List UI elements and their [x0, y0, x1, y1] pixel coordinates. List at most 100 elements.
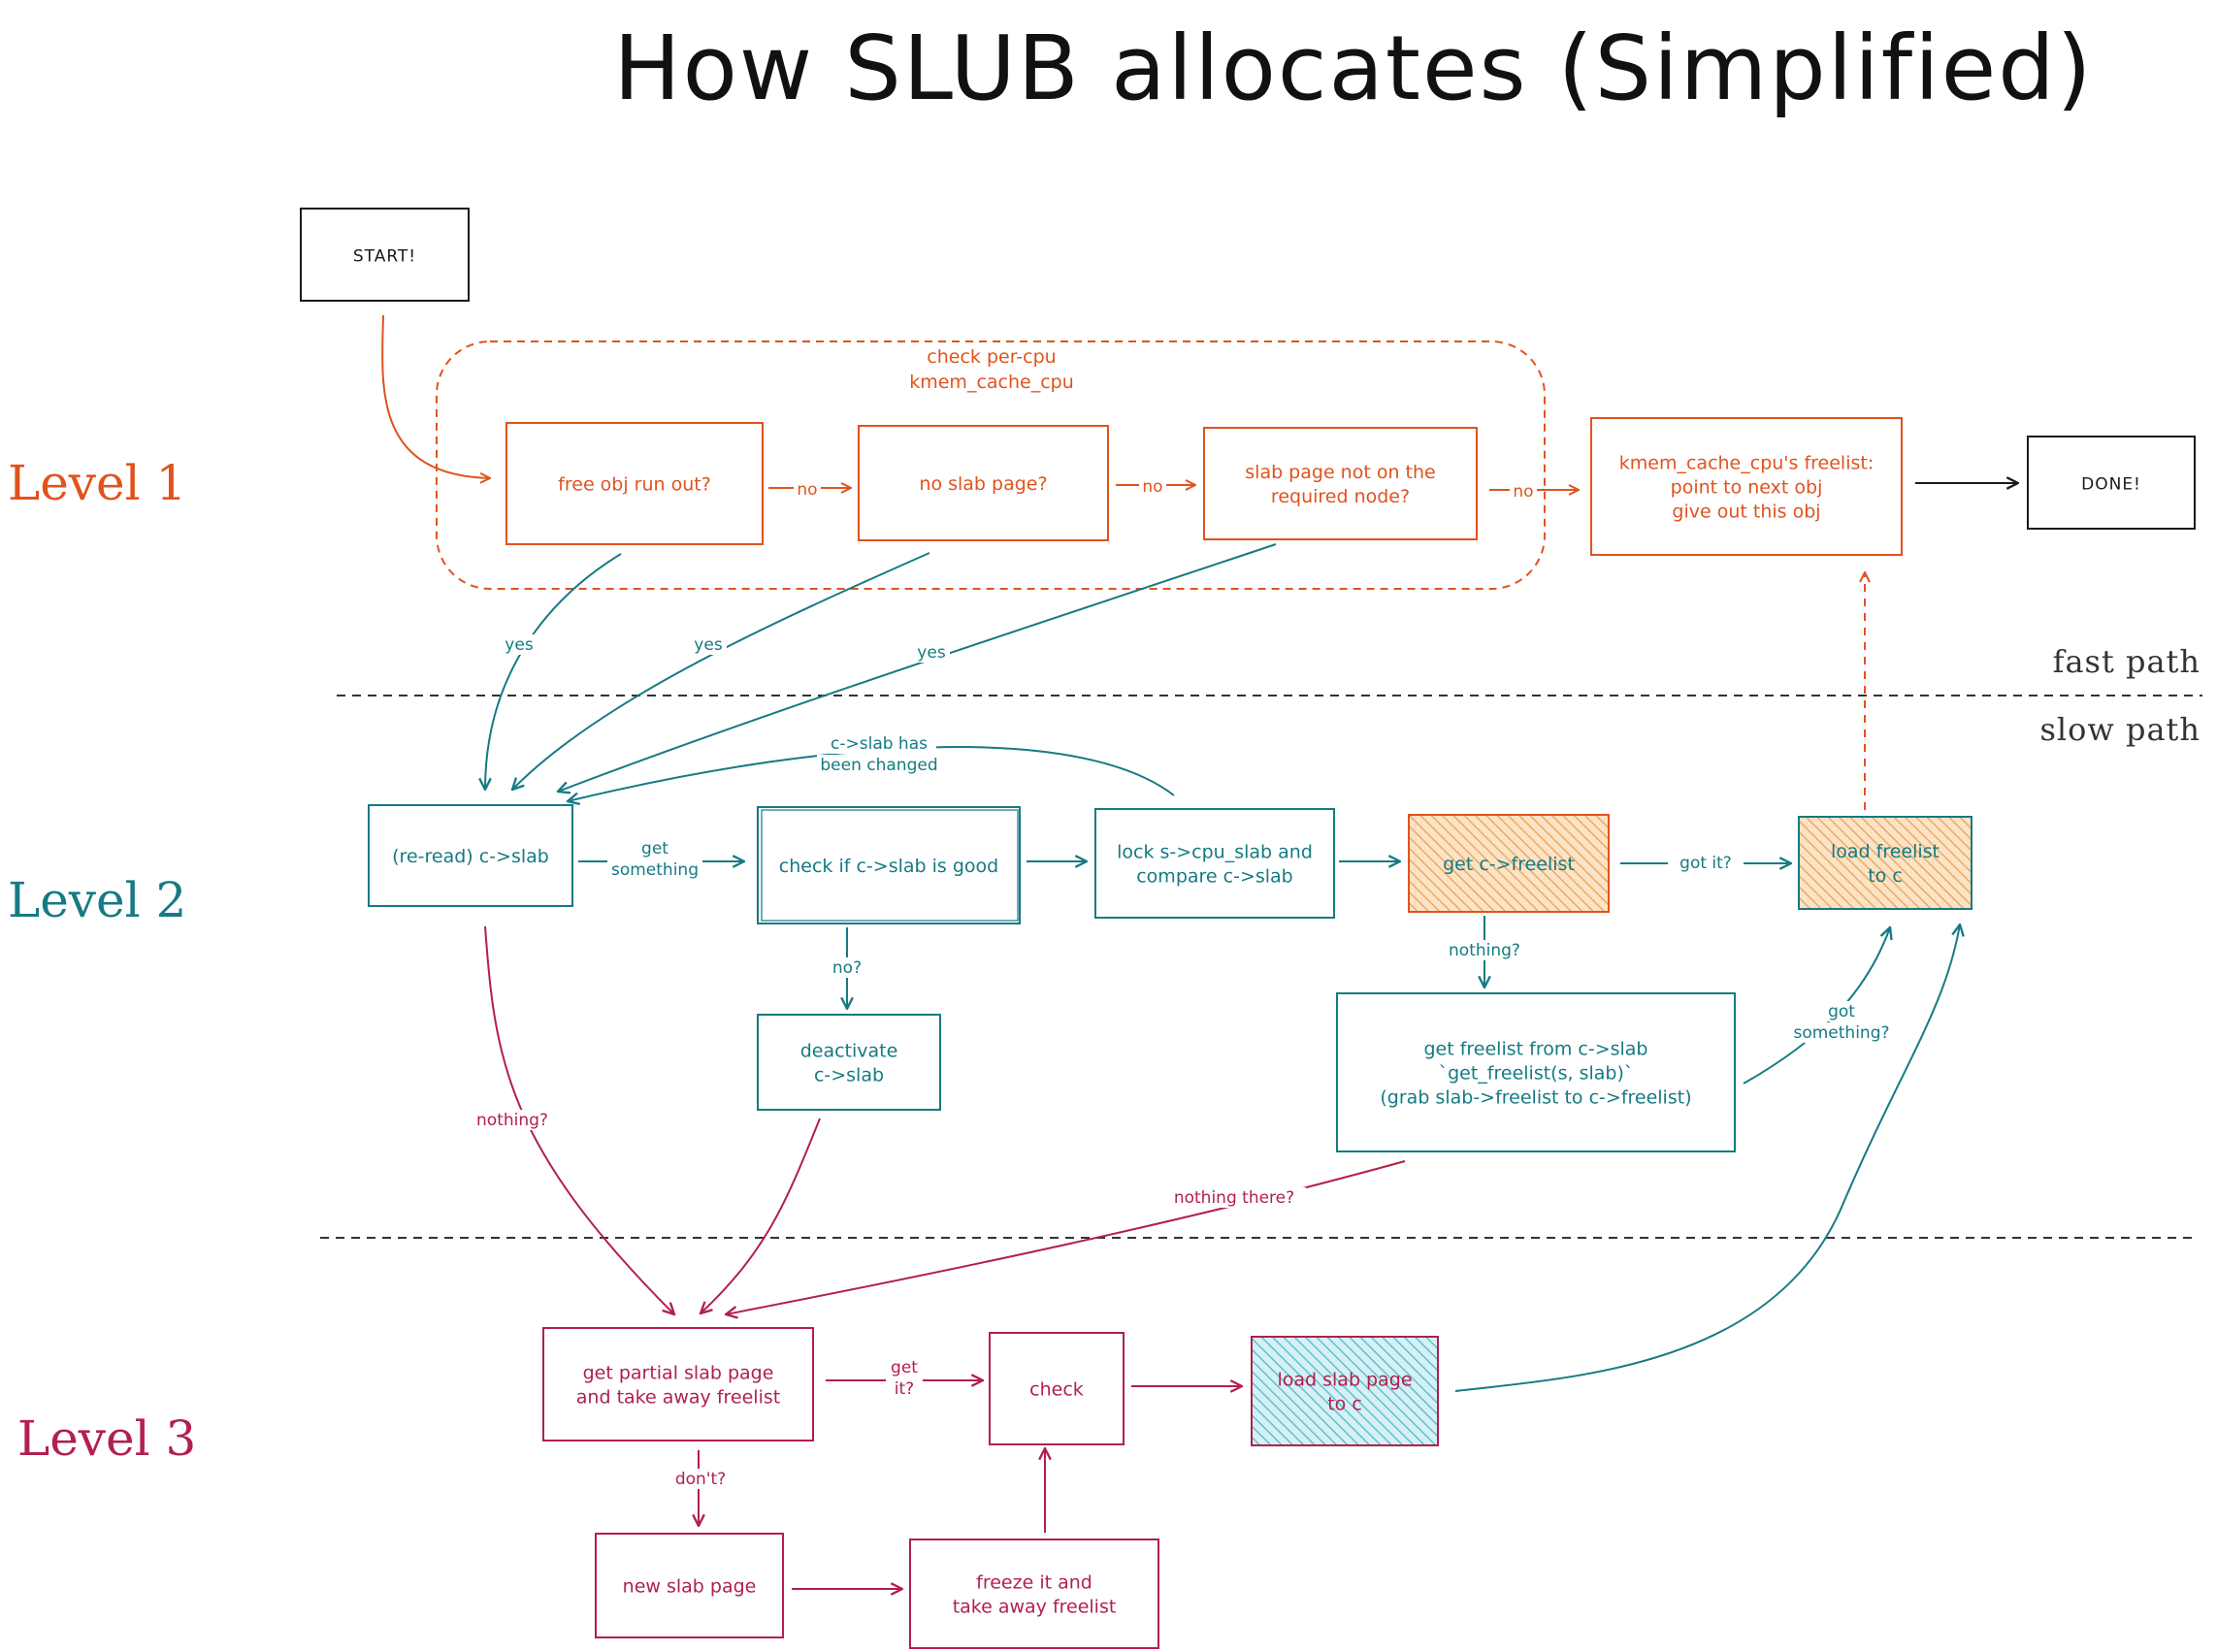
- edge-label-yes2: yes: [690, 634, 727, 655]
- node-load-slab-text-1: load slab page: [1277, 1370, 1412, 1391]
- node-no-slab-text-1: no slab page?: [919, 473, 1047, 495]
- svg-text:don't?: don't?: [675, 1470, 726, 1489]
- svg-text:yes: yes: [505, 635, 534, 655]
- edge-reread-nothing: [484, 925, 674, 1314]
- node-load-slab-text-2: to c: [1327, 1394, 1362, 1415]
- node-lock-text-2: compare c->slab: [1136, 866, 1293, 888]
- percpu-group-label-2: kmem_cache_cpu: [909, 372, 1074, 393]
- node-get-freelist: get c->freelist: [1408, 814, 1610, 913]
- node-node-check-text-1: slab page not on the: [1245, 462, 1435, 483]
- node-partial-text-1: get partial slab page: [583, 1363, 774, 1384]
- node-give-obj: kmem_cache_cpu's freelist: point to next …: [1590, 417, 1903, 556]
- edge-slab-got-something: [1743, 927, 1890, 1085]
- node-done: DONE!: [2027, 436, 2196, 530]
- edge-label-nothing-q2: nothing?: [470, 1110, 555, 1130]
- edge-label-get-something-1: get: [636, 838, 673, 858]
- node-load-freelist: load freelist to c: [1798, 816, 1972, 910]
- svg-text:got: got: [1828, 1002, 1855, 1021]
- node-get-from-slab-text-3: (grab slab->freelist to c->freelist): [1380, 1087, 1691, 1109]
- node-give-obj-text-1: kmem_cache_cpu's freelist:: [1619, 453, 1874, 474]
- edge-no-slab-yes: [512, 552, 930, 790]
- node-deactivate: deactivate c->slab: [757, 1014, 941, 1111]
- edge-label-changed-1: c->slab has: [822, 733, 936, 754]
- node-start: START!: [300, 208, 470, 302]
- node-freeze-text-2: take away freelist: [953, 1597, 1117, 1618]
- node-load-slab: load slab page to c: [1251, 1336, 1439, 1446]
- edge-load-slab-to-load-freelist: [1454, 924, 1960, 1392]
- edge-label-get-it-2: it?: [886, 1378, 923, 1399]
- node-no-slab: no slab page?: [858, 425, 1109, 541]
- node-give-obj-text-3: give out this obj: [1672, 502, 1820, 523]
- svg-text:nothing?: nothing?: [476, 1111, 548, 1130]
- node-give-obj-text-2: point to next obj: [1671, 477, 1823, 499]
- edge-label-dont: don't?: [668, 1469, 734, 1489]
- percpu-group-label-1: check per-cpu: [927, 346, 1056, 368]
- svg-text:nothing there?: nothing there?: [1174, 1188, 1294, 1208]
- edge-start-to-free-obj: [381, 314, 490, 478]
- node-get-freelist-text-1: get c->freelist: [1443, 854, 1575, 875]
- svg-text:been changed: been changed: [820, 756, 937, 775]
- node-freeze-text-1: freeze it and: [976, 1572, 1092, 1594]
- edge-label-yes3: yes: [913, 642, 950, 663]
- node-free-obj: free obj run out?: [505, 422, 764, 545]
- node-done-text-1: DONE!: [2081, 475, 2141, 495]
- edge-label-no3: no: [1510, 481, 1537, 502]
- diagram-title: How SLUB allocates (Simplified): [613, 16, 2093, 120]
- node-deactivate-text-2: c->slab: [814, 1065, 884, 1086]
- edge-label-got-something-2: something?: [1789, 1022, 1894, 1043]
- svg-text:get: get: [641, 839, 668, 858]
- node-check-good: check if c->slab is good: [757, 806, 1021, 924]
- edge-node-check-yes: [558, 543, 1277, 792]
- edge-slab-changed: [568, 746, 1175, 801]
- fast-path-label: fast path: [2053, 643, 2201, 680]
- node-check3: check: [989, 1332, 1125, 1445]
- node-free-obj-text-1: free obj run out?: [558, 474, 711, 496]
- edge-deactivate-to-partial: [701, 1118, 821, 1313]
- edge-label-nothing-q: nothing?: [1442, 940, 1527, 960]
- svg-text:no: no: [797, 480, 817, 500]
- node-partial: get partial slab page and take away freel…: [542, 1327, 814, 1441]
- node-node-check-text-2: required node?: [1271, 486, 1410, 507]
- edge-label-get-it-1: get: [886, 1357, 923, 1377]
- level-1-label: Level 1: [8, 455, 186, 511]
- node-reread-text-1: (re-read) c->slab: [392, 846, 549, 867]
- svg-text:no: no: [1513, 482, 1533, 502]
- svg-text:yes: yes: [917, 643, 946, 663]
- percpu-group-frame: [436, 340, 1546, 590]
- svg-text:got it?: got it?: [1679, 854, 1732, 873]
- node-load-freelist-text-2: to c: [1868, 865, 1903, 887]
- svg-text:yes: yes: [694, 635, 723, 655]
- edge-label-yes1: yes: [501, 634, 538, 655]
- node-deactivate-text-1: deactivate: [800, 1041, 898, 1062]
- slow-path-label: slow path: [2039, 711, 2201, 748]
- edge-label-no-q: no?: [829, 957, 865, 978]
- svg-text:no: no: [1142, 477, 1162, 497]
- svg-text:it?: it?: [895, 1379, 914, 1399]
- edge-label-get-something-2: something: [607, 859, 702, 880]
- edge-nothing-there: [726, 1160, 1406, 1314]
- svg-text:get: get: [891, 1358, 918, 1377]
- svg-text:something: something: [611, 860, 699, 880]
- node-load-freelist-text-1: load freelist: [1831, 841, 1940, 862]
- node-get-from-slab: get freelist from c->slab`get_freelist(s…: [1336, 992, 1736, 1152]
- node-start-text-1: START!: [353, 247, 416, 267]
- edge-label-no2: no: [1139, 476, 1166, 497]
- node-reread: (re-read) c->slab: [368, 804, 573, 907]
- node-check3-text-1: check: [1029, 1379, 1084, 1401]
- edge-label-no1: no: [794, 479, 821, 500]
- node-get-from-slab-text-2: `get_freelist(s, slab)`: [1439, 1063, 1634, 1085]
- edge-label-nothing-there: nothing there?: [1162, 1187, 1306, 1208]
- edge-label-got-it: got it?: [1668, 853, 1744, 873]
- edge-label-changed-2: been changed: [817, 755, 941, 775]
- node-check-good-text-1: check if c->slab is good: [779, 856, 998, 877]
- node-freeze: freeze it and take away freelist: [909, 1539, 1159, 1649]
- node-node-check: slab page not on the required node?: [1203, 427, 1478, 540]
- edge-label-got-something-1: got: [1823, 1001, 1860, 1021]
- node-partial-text-2: and take away freelist: [576, 1387, 780, 1409]
- level-3-label: Level 3: [17, 1410, 196, 1467]
- node-new-slab: new slab page: [595, 1533, 784, 1638]
- svg-text:something?: something?: [1793, 1023, 1889, 1043]
- level-2-label: Level 2: [8, 872, 186, 928]
